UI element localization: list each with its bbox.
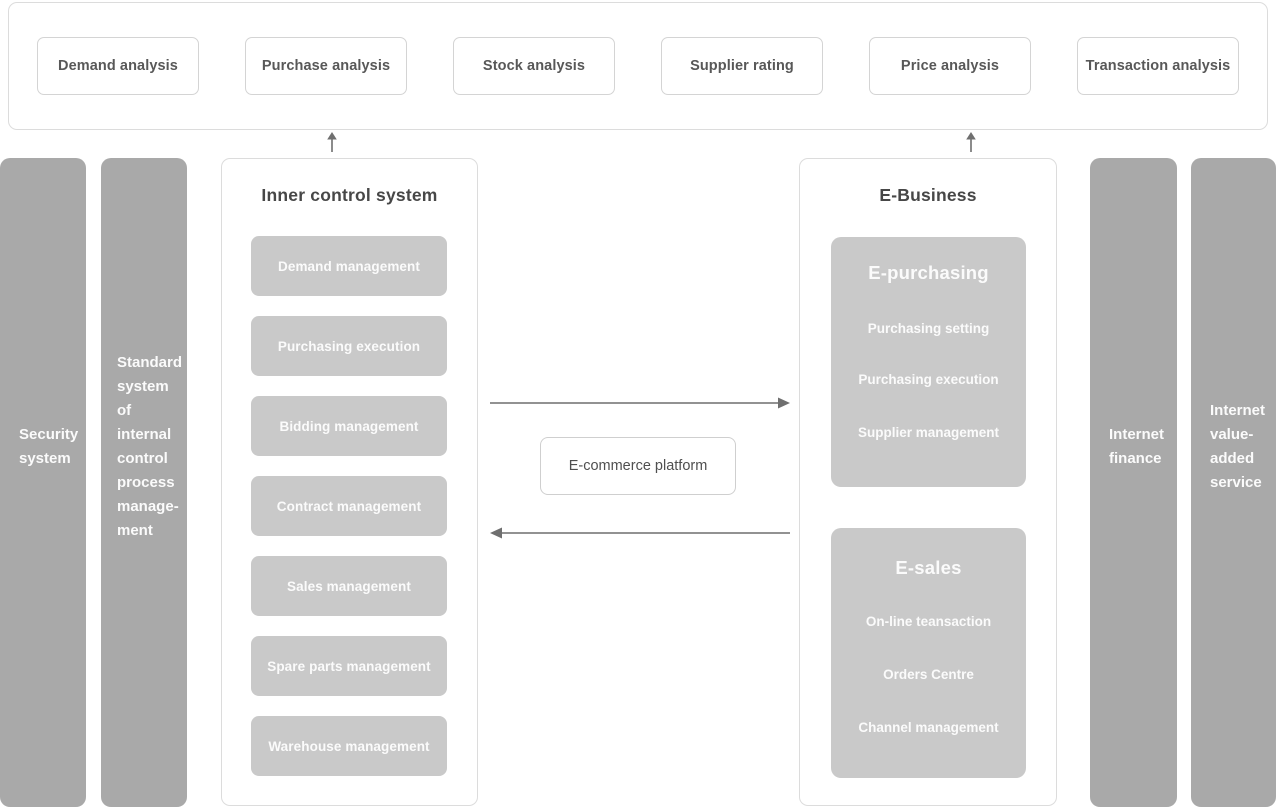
item-purchasing-setting: Purchasing setting (867, 321, 990, 336)
bar-label: Security system (19, 425, 79, 467)
panel-title: E-Business (879, 185, 977, 205)
module-contract-management: Contract management (251, 476, 447, 536)
group-title: E-purchasing (868, 262, 989, 283)
analysis-box-purchase: Purchase analysis (245, 37, 407, 95)
analysis-box-stock: Stock analysis (453, 37, 615, 95)
arrow-right-icon (490, 397, 790, 409)
group-title: E-sales (895, 557, 962, 578)
bar-label: Internet value- added service (1210, 401, 1266, 491)
module-demand-management: Demand management (251, 236, 447, 296)
module-sales-management: Sales management (251, 556, 447, 616)
analysis-box-price: Price analysis (869, 37, 1031, 95)
item-channel-management: Channel management (858, 720, 999, 735)
item-purchasing-execution: Purchasing execution (858, 372, 999, 387)
e-business-panel: E-Business E-purchasing Purchasing setti… (799, 158, 1057, 806)
arrow-left-icon (490, 527, 790, 539)
module-purchasing-execution: Purchasing execution (251, 316, 447, 376)
analysis-box-transaction: Transaction analysis (1077, 37, 1239, 95)
e-commerce-platform-box: E-commerce platform (540, 437, 736, 495)
module-list: Demand management Purchasing execution B… (251, 236, 447, 776)
bar-label: Internet finance (1109, 425, 1165, 467)
bar-label: Standard system of internal control proc… (117, 353, 183, 539)
bar-internal-control-standard: Standard system of internal control proc… (101, 158, 187, 807)
e-sales-group: E-sales On-line teansaction Orders Centr… (831, 528, 1026, 778)
analysis-panel: Demand analysis Purchase analysis Stock … (8, 2, 1268, 130)
module-warehouse-management: Warehouse management (251, 716, 447, 776)
module-spare-parts-management: Spare parts management (251, 636, 447, 696)
panel-title: Inner control system (261, 185, 438, 205)
module-bidding-management: Bidding management (251, 396, 447, 456)
analysis-box-demand: Demand analysis (37, 37, 199, 95)
inner-control-system-panel: Inner control system Demand management P… (221, 158, 478, 806)
analysis-box-supplier-rating: Supplier rating (661, 37, 823, 95)
item-orders-centre: Orders Centre (883, 667, 974, 682)
item-online-transaction: On-line teansaction (865, 614, 992, 629)
arrow-up-icon (327, 132, 337, 152)
bar-internet-value-added: Internet value- added service (1191, 158, 1276, 807)
e-purchasing-group: E-purchasing Purchasing setting Purchasi… (831, 237, 1026, 487)
arrow-up-icon (966, 132, 976, 152)
bar-security-system: Security system (0, 158, 86, 807)
bar-internet-finance: Internet finance (1090, 158, 1177, 807)
item-supplier-management: Supplier management (857, 425, 1000, 440)
